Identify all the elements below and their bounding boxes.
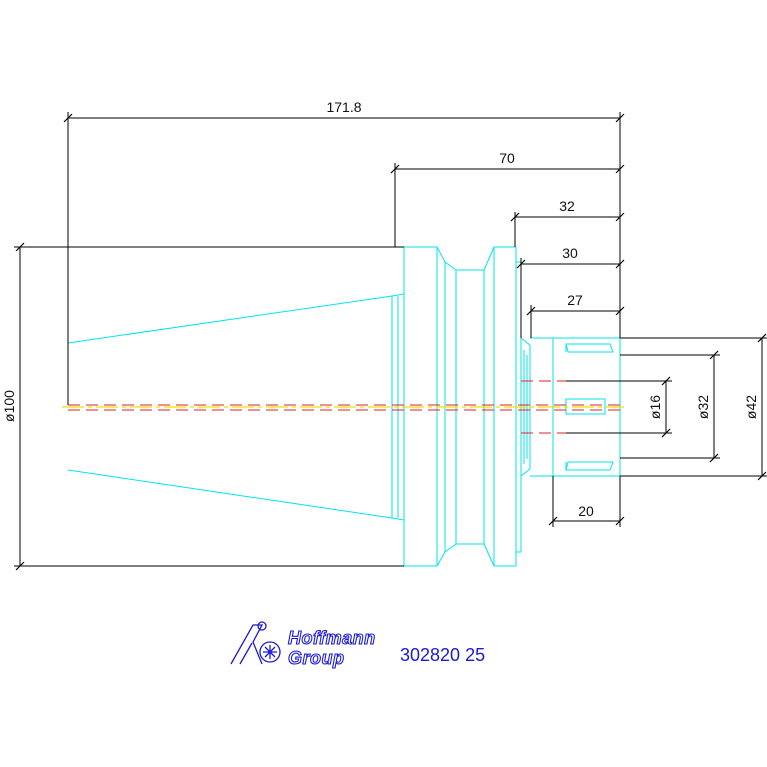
hoffmann-group-logo: Hoffmann Group [230, 621, 376, 669]
dimension-ticks [15, 113, 767, 571]
dim-length-30: 30 [562, 245, 578, 261]
dim-diameter-42: ø42 [743, 395, 759, 419]
dim-overall-length: 171.8 [326, 99, 361, 115]
dim-diameter-16: ø16 [647, 395, 663, 419]
logo-line1: Hoffmann [288, 628, 376, 648]
dim-diameter-100: ø100 [1, 390, 17, 422]
dim-length-27: 27 [567, 292, 583, 308]
dim-length-20: 20 [578, 503, 594, 519]
part-number: 302820 25 [400, 645, 485, 665]
dim-length-32: 32 [559, 198, 575, 214]
dim-length-70: 70 [499, 150, 515, 166]
logo-line2: Group [288, 648, 345, 668]
dim-diameter-32: ø32 [695, 395, 711, 419]
logo-mark-icon [230, 621, 281, 665]
dimension-lines [14, 112, 767, 567]
